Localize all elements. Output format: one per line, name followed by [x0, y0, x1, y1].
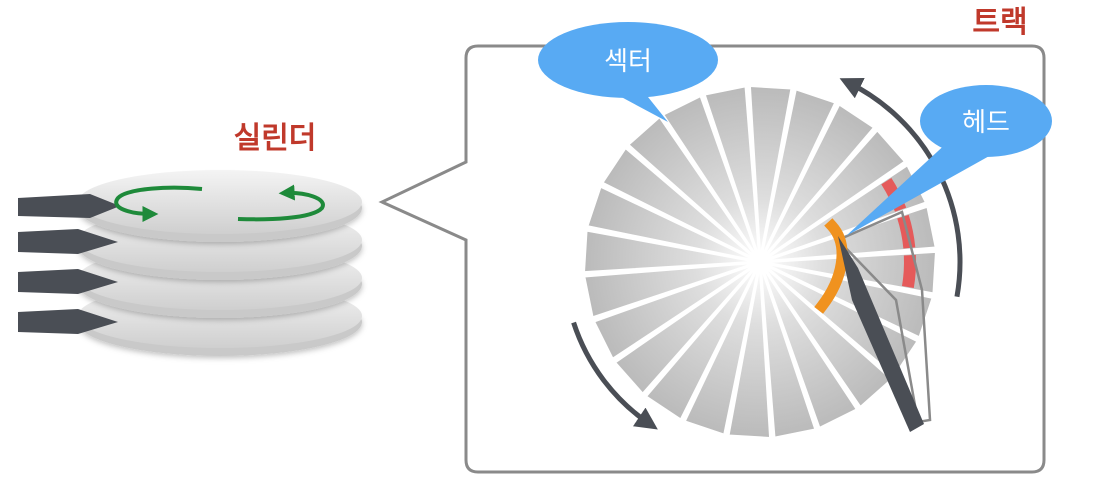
rotation-arrow-left — [114, 185, 203, 222]
head-arm — [838, 236, 924, 432]
sector-wedge — [684, 267, 759, 436]
cylinder-stack: 실린더 — [18, 121, 362, 356]
sector-wedge — [627, 116, 757, 259]
sector-wedge — [645, 266, 758, 421]
track-label: 트랙 — [972, 5, 1027, 40]
sector-wedge — [614, 265, 757, 395]
head-arm-2 — [18, 229, 118, 254]
track-segment — [901, 254, 916, 289]
sector-wedge — [704, 85, 760, 257]
sector-bubble: 섹터 — [538, 22, 718, 122]
rotation-arrow-right — [237, 184, 325, 222]
sector-wedge — [586, 186, 755, 261]
head-arm-3 — [18, 269, 118, 294]
cylinder-label: 실린더 — [234, 121, 317, 156]
head-highlight — [814, 218, 848, 314]
sector-wedge — [762, 103, 875, 258]
sector-wedge — [583, 262, 755, 318]
sector-wedge — [583, 229, 755, 273]
sector-wedge — [662, 95, 759, 258]
head-arm-outline — [835, 210, 932, 424]
sector-wedge — [763, 265, 893, 408]
head-bubble: 헤드 — [846, 85, 1052, 236]
sector-wedge — [760, 267, 816, 439]
sector-wedge — [593, 263, 756, 360]
sector-wedge — [763, 129, 906, 259]
disk-rotation-arrow-left — [571, 321, 658, 430]
sector-wedge — [761, 88, 836, 257]
sector-wedge — [727, 267, 771, 439]
sector-label: 섹터 — [604, 47, 652, 77]
sector-wedge — [749, 85, 793, 257]
head-arm-1 — [18, 194, 120, 218]
sector-wedge — [601, 147, 756, 260]
sector-wedge — [761, 266, 858, 429]
head-label: 헤드 — [962, 108, 1010, 138]
head-arm-4 — [18, 309, 118, 334]
